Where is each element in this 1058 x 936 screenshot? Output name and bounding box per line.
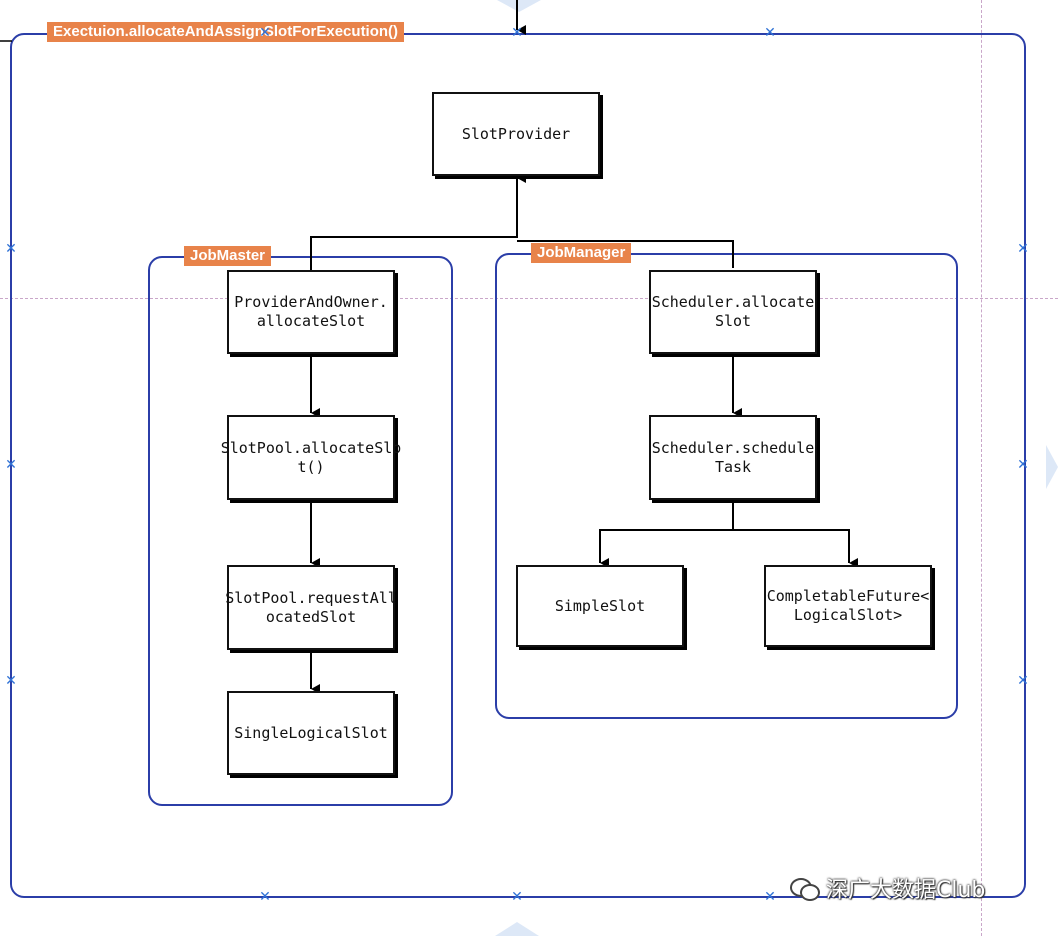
jobmaster-container[interactable] <box>148 256 453 806</box>
jobmaster-tag: JobMaster <box>184 246 272 266</box>
completable-future-node[interactable]: CompletableFuture< LogicalSlot> <box>764 565 932 647</box>
slot-provider-node[interactable]: SlotProvider <box>432 92 600 176</box>
jobmanager-tag: JobManager <box>531 243 632 263</box>
provider-and-owner-label: ProviderAndOwner. allocateSlot <box>234 293 388 330</box>
simple-slot-node[interactable]: SimpleSlot <box>516 565 684 647</box>
scheduler-allocateslot-node[interactable]: Scheduler.allocate Slot <box>649 270 817 354</box>
resize-handle-icon[interactable]: ✕ <box>511 889 523 905</box>
vertical-guide-line <box>981 0 982 936</box>
single-logical-slot-label: SingleLogicalSlot <box>234 723 388 742</box>
jobmaster-to-slotprovider-arrow <box>310 173 526 272</box>
resize-handle-icon[interactable]: ✕ <box>259 889 271 905</box>
slotpool-requestallocatedslot-label: SlotPool.requestAll ocatedSlot <box>225 588 397 626</box>
watermark-text: 深广大数据Club <box>826 878 986 903</box>
resize-handle-icon[interactable]: ✕ <box>1017 457 1029 473</box>
jobmanager-to-slotprovider-line <box>517 240 734 268</box>
arrow-jmgr-future <box>733 529 858 568</box>
resize-handle-icon[interactable]: ✕ <box>764 889 776 905</box>
slot-provider-label: SlotProvider <box>461 124 571 143</box>
wechat-icon <box>790 876 820 901</box>
resize-handle-icon[interactable]: ✕ <box>5 241 17 257</box>
watermark: 深广大数据Club <box>790 872 985 904</box>
bottom-edge-triangle <box>495 922 539 936</box>
resize-handle-icon[interactable]: ✕ <box>259 25 271 41</box>
resize-handle-icon[interactable]: ✕ <box>511 25 523 41</box>
single-logical-slot-node[interactable]: SingleLogicalSlot <box>227 691 395 775</box>
slotpool-requestallocatedslot-node[interactable]: SlotPool.requestAll ocatedSlot <box>225 565 397 650</box>
scheduler-allocateslot-label: Scheduler.allocate Slot <box>651 293 815 330</box>
resize-handle-icon[interactable]: ✕ <box>5 457 17 473</box>
resize-handle-icon[interactable]: ✕ <box>764 25 776 41</box>
slotpool-allocateslot-node[interactable]: SlotPool.allocateSlo t() <box>221 415 401 500</box>
slotpool-allocateslot-label: SlotPool.allocateSlo t() <box>220 438 402 476</box>
horizontal-guide-line <box>0 298 1058 299</box>
top-edge-triangle <box>497 0 541 12</box>
simple-slot-label: SimpleSlot <box>554 596 646 615</box>
resize-handle-icon[interactable]: ✕ <box>1017 673 1029 689</box>
completable-future-label: CompletableFuture< LogicalSlot> <box>766 587 930 624</box>
provider-and-owner-node[interactable]: ProviderAndOwner. allocateSlot <box>227 270 395 354</box>
scheduler-scheduletask-label: Scheduler.schedule Task <box>651 438 815 476</box>
jobmanager-container[interactable] <box>495 253 958 719</box>
right-edge-triangle <box>1046 445 1058 489</box>
arrow-jmgr-simpleslot <box>599 500 734 568</box>
scheduler-scheduletask-node[interactable]: Scheduler.schedule Task <box>649 415 817 500</box>
outer-title-tag: Exectuion.allocateAndAssignSlotForExecut… <box>47 22 405 42</box>
resize-handle-icon[interactable]: ✕ <box>5 673 17 689</box>
resize-handle-icon[interactable]: ✕ <box>1017 241 1029 257</box>
